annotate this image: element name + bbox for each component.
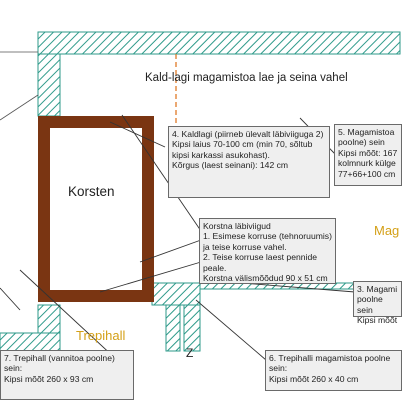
left-diagonal-line bbox=[0, 94, 39, 121]
stub-wall-left bbox=[165, 304, 181, 352]
callout-chimney-passthrough: Korstna läbiviigud 1. Esimese korruse (t… bbox=[199, 218, 336, 284]
leader-chimney-3 bbox=[99, 261, 202, 293]
top-wall bbox=[37, 31, 401, 55]
callout-6: 6. Trepihalli magamistoa poolne sein: Ki… bbox=[265, 350, 402, 391]
bedroom-label: Mag bbox=[374, 223, 399, 238]
leader-chimney-2 bbox=[139, 239, 202, 263]
chimney-body bbox=[38, 116, 154, 302]
bottom-left-wall bbox=[0, 332, 61, 352]
callout-7: 7. Trepihall (vannitoa poolne) sein: Kip… bbox=[0, 350, 134, 400]
chimney-label: Korsten bbox=[68, 184, 115, 199]
leader-left bbox=[0, 287, 21, 311]
leader-c4 bbox=[109, 121, 166, 148]
chimney-lower-wall bbox=[151, 282, 201, 306]
callout-5: 5. Magamistoa poolne) sein Kipsi mõõt: 1… bbox=[334, 124, 402, 186]
leader-c6 bbox=[195, 299, 267, 361]
ceiling-label: Kald-lagi magamistoa lae ja seina vahel bbox=[145, 72, 348, 84]
left-upper-wall bbox=[37, 53, 61, 117]
callout-4: 4. Kaldlagi (piirneb ülevalt läbiviiguga… bbox=[168, 126, 330, 198]
callout-3: 3. Magami poolne sein Kipsi mõõt bbox=[353, 281, 402, 325]
z-mark: Z bbox=[186, 346, 193, 360]
stair-hall-label: Trepihall bbox=[76, 328, 125, 343]
leader-chimney-1 bbox=[121, 114, 202, 232]
stub-wall-right bbox=[183, 304, 201, 352]
